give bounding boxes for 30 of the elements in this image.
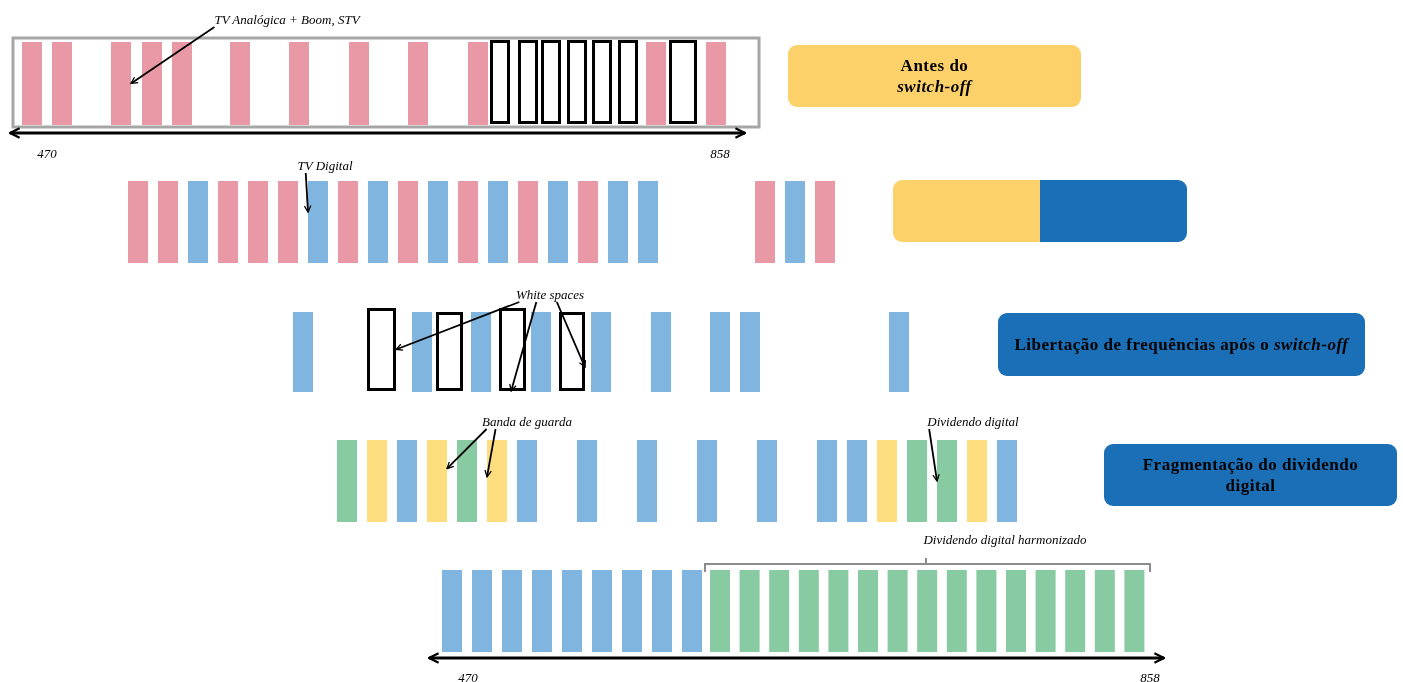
- empty-channel-box: [367, 308, 396, 391]
- axis-tick-label: 858: [1140, 670, 1160, 682]
- empty-channel-box: [559, 312, 585, 391]
- leader-arrow: [130, 26, 216, 85]
- channel-bar: [308, 181, 328, 263]
- leader-arrow: [484, 428, 497, 478]
- channel-bar: [937, 440, 957, 522]
- stage-label-box: Fragmentação do dividendo digital: [1104, 444, 1397, 506]
- axis-tick-label: 858: [710, 146, 730, 161]
- channel-bar: [111, 42, 131, 125]
- channel-bar: [487, 440, 507, 522]
- callout-label: TV Analógica + Boom, STV: [214, 12, 360, 27]
- stage-label-box: Libertação de frequências após o switch-off: [998, 313, 1365, 376]
- transition-bar: [893, 180, 1187, 242]
- leader-arrow: [303, 172, 312, 214]
- callout-label: Dividendo digital: [927, 414, 1019, 429]
- empty-channel-box: [499, 308, 526, 391]
- callout-label: White spaces: [515, 287, 585, 302]
- leader-arrow: [555, 301, 587, 369]
- callout-label: Banda de guarda: [482, 414, 572, 429]
- leader-arrow: [395, 301, 521, 351]
- leader-arrow: [446, 428, 488, 470]
- leader-arrow: [509, 301, 538, 392]
- axis-tick-label: 470: [458, 670, 478, 682]
- stage-label-box: Antes do switch-off: [788, 45, 1081, 107]
- bracket-label: Dividendo digital harmonizado: [923, 532, 1087, 547]
- channel-bar: [427, 440, 447, 522]
- callout-label: TV Digital: [297, 158, 353, 173]
- leader-arrow: [928, 428, 940, 482]
- axis-tick-label: 470: [37, 146, 57, 161]
